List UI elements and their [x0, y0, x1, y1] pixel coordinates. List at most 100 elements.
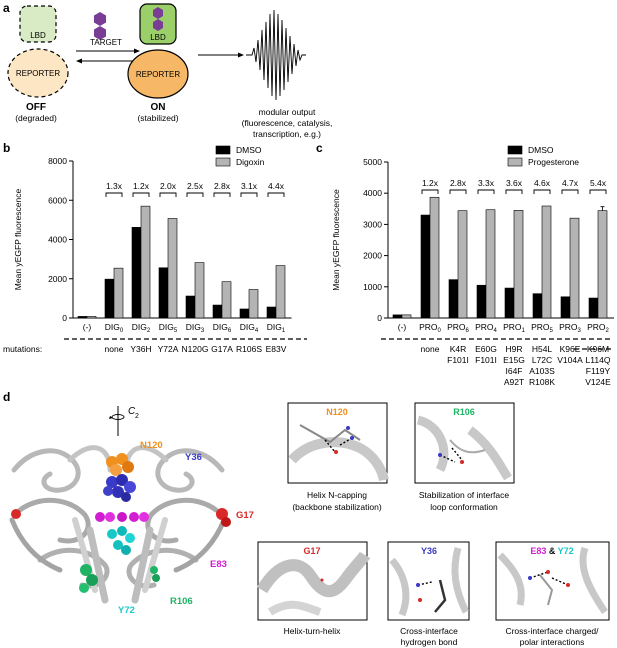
x-tick-label: PRO2 [587, 322, 609, 334]
inset-y36-title: Y36 [421, 546, 437, 556]
legend-swatch-progesterone [507, 157, 523, 167]
x-tick-label-main: DIG [105, 322, 120, 332]
bar-progesterone [401, 314, 412, 319]
x-tick-label-subscript: 1 [282, 328, 286, 334]
legend-swatch-dmso [507, 145, 523, 155]
mutation-label: L72C [532, 355, 552, 365]
bar-digoxin [113, 267, 124, 319]
inset-amp-title-part: & [546, 546, 557, 556]
on-state-sublabel: (stabilized) [137, 113, 178, 123]
fold-change-label: 1.2x [133, 181, 150, 191]
bar-progesterone [569, 217, 580, 319]
inset-n120-cartoon [288, 437, 389, 482]
x-tick-label: PRO3 [559, 322, 581, 334]
inset-r106-caption-2: loop conformation [430, 502, 498, 512]
inset-g17-title: G17 [303, 546, 320, 556]
fold-change-label: 3.6x [506, 178, 523, 188]
y-tick-label: 2000 [48, 274, 67, 284]
mutation-label: F101I [447, 355, 469, 365]
y-tick-label: 0 [377, 313, 382, 323]
inset-y72-title-part: Y72 [558, 546, 574, 556]
x-tick-label-subscript: 0 [438, 328, 442, 334]
fold-change-bracket [589, 189, 607, 194]
inset-g17-cartoon [256, 551, 371, 598]
mutation-label: F119Y [586, 366, 611, 376]
fold-change-bracket [449, 189, 467, 194]
legend-label-digoxin: Digoxin [236, 157, 265, 167]
panel-a: a LBD REPORTER OFF (degraded) TARGET LBD… [3, 1, 332, 139]
bar-digoxin [140, 205, 151, 319]
fold-change-bracket [267, 192, 285, 197]
reporter-off-shape [7, 48, 69, 98]
y-tick-label: 0 [62, 313, 67, 323]
bar-progesterone [597, 210, 608, 319]
y-tick-label: 4000 [363, 188, 382, 198]
x-tick-label-subscript: 4 [494, 328, 498, 334]
fold-change-bracket [505, 189, 523, 194]
bound-ligand-icon [153, 7, 163, 31]
x-tick-label: PRO0 [419, 322, 441, 334]
fold-change-bracket [105, 192, 123, 197]
panel-label-d: d [3, 390, 10, 404]
inset-g17: G17 [256, 541, 371, 621]
y-axis-label: Mean yEGFP fluorescence [13, 189, 23, 291]
fold-change-label: 2.5x [187, 181, 204, 191]
fold-change-label: 3.3x [478, 178, 495, 188]
residue-label-g17: G17 [236, 510, 254, 521]
x-tick-label-main: DIG [240, 322, 255, 332]
bar-dmso [588, 297, 599, 319]
mutation-label: A103S [529, 366, 555, 376]
on-state-label: ON [151, 102, 166, 113]
mutation-label: none [421, 344, 440, 354]
residue-label-y72: Y72 [118, 605, 135, 616]
x-tick-label-subscript: 1 [522, 328, 526, 334]
mutation-label: Y72A [158, 344, 179, 354]
inset-e83-y72-caption-2: polar interactions [520, 637, 585, 647]
mutation-label: none [105, 344, 124, 354]
fold-change-label: 2.0x [160, 181, 177, 191]
mutation-label: L114Q [586, 355, 611, 365]
off-state-sublabel: (degraded) [15, 113, 57, 123]
x-tick-label: PRO4 [475, 322, 497, 334]
x-tick-label: DIG0 [105, 322, 124, 334]
output-line-1: modular output [259, 107, 316, 117]
x-tick-label-main: PRO [531, 322, 550, 332]
inset-n120-caption-1: Helix N-capping [307, 490, 367, 500]
x-tick-label-subscript: 4 [255, 328, 259, 334]
residue-label-r106: R106 [170, 596, 193, 607]
bar-dmso [212, 304, 223, 319]
bar-dmso [448, 279, 459, 319]
residue-label-y36: Y36 [185, 452, 202, 463]
mutation-label: K96E [560, 344, 581, 354]
inset-y36-caption-1: Cross-interface [400, 626, 458, 636]
y-tick-label: 6000 [48, 195, 67, 205]
x-tick-label-subscript: 2 [147, 328, 151, 334]
bar-dmso [104, 278, 115, 319]
residue-spheres [11, 453, 231, 593]
inset-e83-y72-caption-1: Cross-interface charged/ [505, 626, 599, 636]
x-tick-label: DIG6 [213, 322, 232, 334]
bar-progesterone [541, 205, 552, 319]
target-ligand-icon [94, 12, 106, 40]
bar-dmso [532, 293, 543, 319]
x-tick-label: PRO5 [531, 322, 553, 334]
output-line-2: (fluorescence, catalysis, [242, 118, 333, 128]
x-tick-label-main: PRO [475, 322, 494, 332]
x-tick-label-subscript: 2 [606, 328, 610, 334]
bar-digoxin [248, 289, 259, 319]
mutation-label: V124E [585, 377, 611, 387]
x-tick-label-main: DIG [213, 322, 228, 332]
fold-change-label: 3.1x [241, 181, 258, 191]
x-tick-label: DIG4 [240, 322, 259, 334]
x-tick-label-subscript: 0 [120, 328, 124, 334]
mutation-label: G17A [211, 344, 233, 354]
x-tick-label-subscript: 5 [174, 328, 178, 334]
x-tick-label-subscript: 3 [201, 328, 205, 334]
fold-change-bracket [533, 189, 551, 194]
panel-label-a: a [3, 1, 10, 15]
reporter-on-label: REPORTER [136, 70, 181, 79]
x-tick-label-subscript: 5 [550, 328, 554, 334]
mutation-label: H54L [532, 344, 553, 354]
x-tick-label: PRO1 [503, 322, 525, 334]
